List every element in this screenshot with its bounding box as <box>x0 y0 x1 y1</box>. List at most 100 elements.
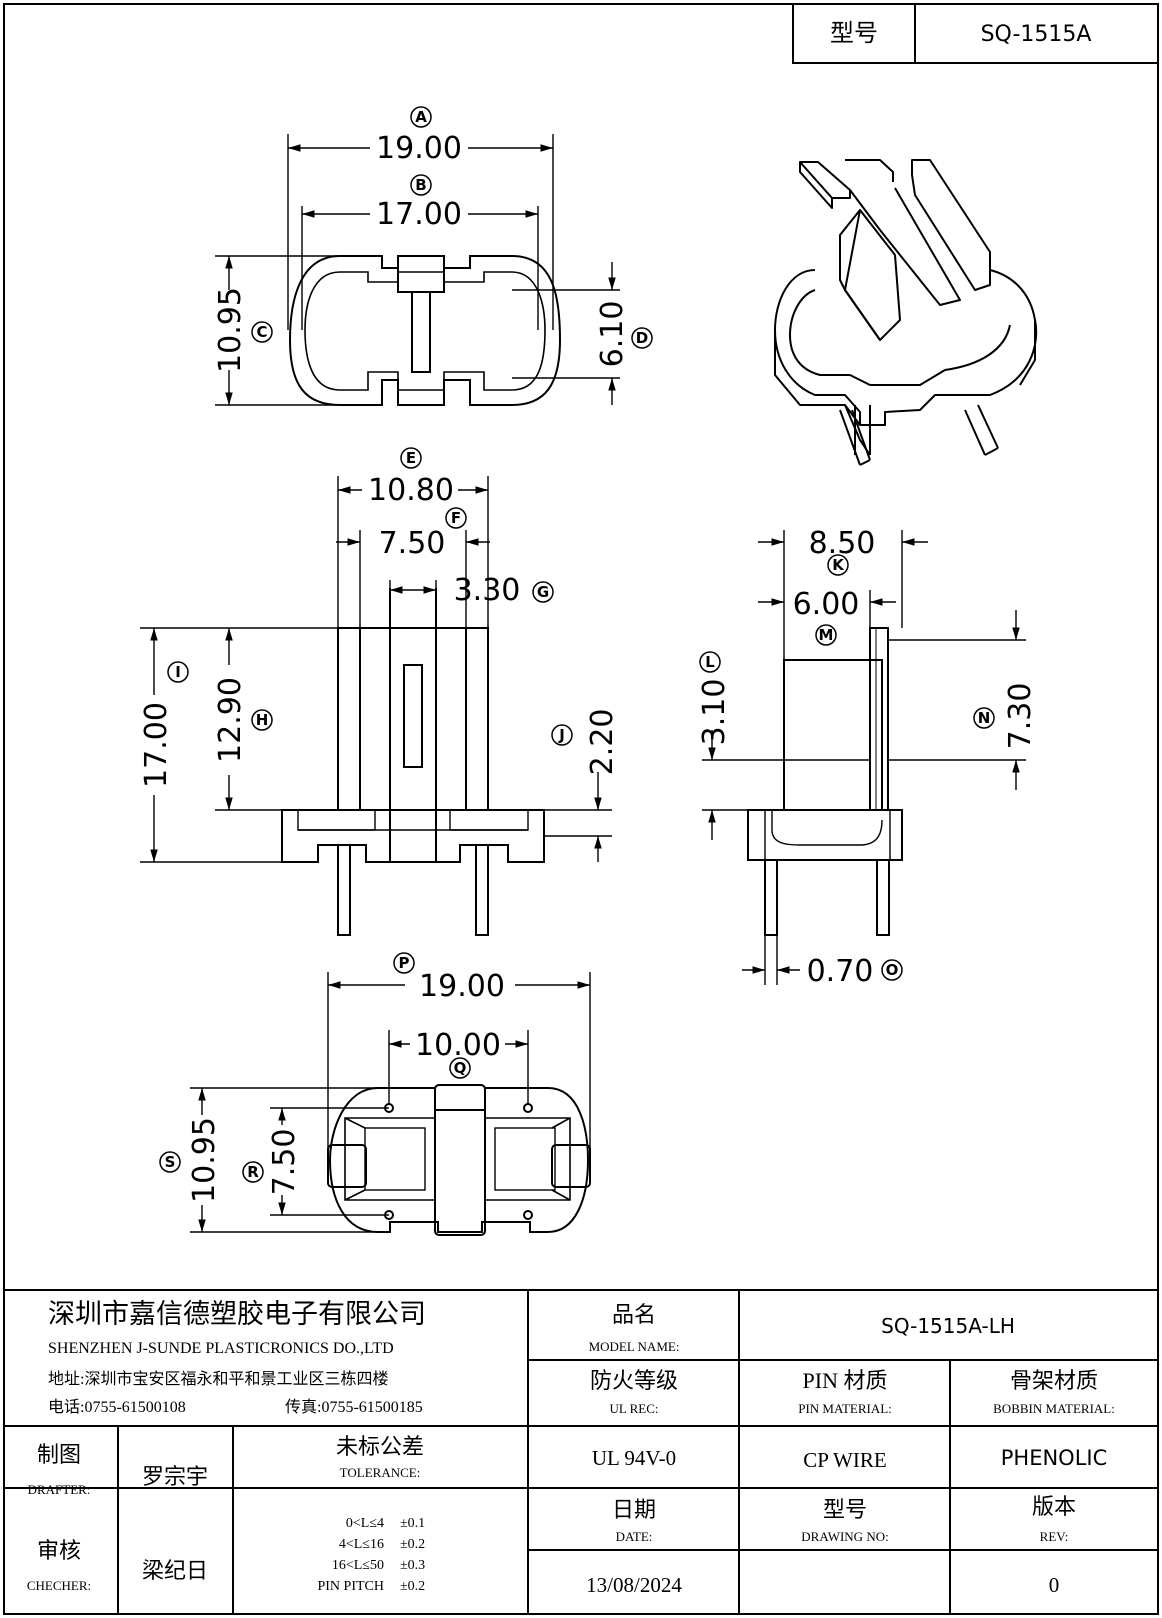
tb-pin-value: CP WIRE <box>803 1448 886 1472</box>
dim-letter-h: H <box>256 711 269 729</box>
dim-b: B 17.00 <box>376 174 462 232</box>
dim-d: 6.10 D <box>595 301 653 368</box>
tol-range-0: 0<L≤4 <box>346 1516 384 1531</box>
tol-range-1: 4<L≤16 <box>339 1537 384 1552</box>
company-name-cn: 深圳市嘉信德塑胶电子有限公司 <box>48 1299 426 1329</box>
dim-p: P 19.00 <box>393 952 505 1004</box>
dim-lines-bottom <box>190 972 591 1233</box>
dim-letter-s: S <box>165 1153 176 1171</box>
tb-bobbin-cn: 骨架材质 <box>1010 1368 1098 1393</box>
dim-value-d: 6.10 <box>595 301 630 368</box>
title-block <box>4 1289 1158 1614</box>
dim-h: 12.90 H <box>213 677 273 763</box>
tb-drafter-cn: 制图 <box>37 1442 81 1467</box>
dim-value-e: 10.80 <box>368 473 454 508</box>
dim-letter-b: B <box>415 176 426 194</box>
tb-rev: 版本 REV: 0 <box>1032 1494 1076 1597</box>
header-model-value: SQ-1515A <box>981 22 1092 47</box>
dim-f: F 7.50 <box>379 507 467 561</box>
tol-value-3: ±0.2 <box>400 1579 425 1594</box>
dim-value-g: 3.30 <box>454 573 521 608</box>
dim-letter-j: J <box>558 726 565 744</box>
dim-value-l: 3.10 <box>697 679 732 746</box>
dim-m: 6.00 M <box>793 587 860 646</box>
dim-value-a: 19.00 <box>376 131 462 166</box>
tb-pin-en: PIN MATERIAL: <box>798 1401 892 1416</box>
dim-value-r: 7.50 <box>267 1129 302 1196</box>
dim-letter-p: P <box>399 954 410 972</box>
sheet-border <box>3 3 1159 1615</box>
dim-letter-k: K <box>832 556 845 574</box>
dim-i: I 17.00 <box>139 661 189 788</box>
header-model-label: 型号 <box>830 19 878 47</box>
tb-model-name: 品名 MODEL NAME: SQ-1515A-LH <box>589 1302 1015 1354</box>
dim-letter-i: I <box>175 663 181 681</box>
dim-lines-side <box>702 530 1026 985</box>
tb-date-en: DATE: <box>616 1529 653 1544</box>
tb-rev-value: 0 <box>1049 1573 1060 1597</box>
tol-value-1: ±0.2 <box>400 1537 425 1552</box>
dim-letter-d: D <box>636 329 648 347</box>
dim-value-b: 17.00 <box>376 197 462 232</box>
dim-s: S 10.95 <box>159 1117 222 1203</box>
tb-bobbin-en: BOBBIN MATERIAL: <box>993 1401 1115 1416</box>
dim-value-m: 6.00 <box>793 587 860 622</box>
tb-checker-cn: 审核 <box>37 1538 81 1563</box>
dim-letter-g: G <box>537 583 549 601</box>
tb-rev-cn: 版本 <box>1032 1494 1076 1519</box>
dim-letter-o: O <box>886 961 899 979</box>
tol-range-3: PIN PITCH <box>317 1579 384 1594</box>
dim-value-h: 12.90 <box>213 677 248 763</box>
dim-letter-a: A <box>415 108 427 126</box>
tb-tolerance-en: TOLERANCE: <box>340 1465 421 1480</box>
dim-letter-r: R <box>247 1163 259 1181</box>
dim-j: J 2.20 <box>551 709 620 776</box>
dim-letter-l: L <box>705 653 715 671</box>
tb-model-name-cn: 品名 <box>612 1302 656 1327</box>
dim-a: A 19.00 <box>376 106 462 166</box>
dim-e: E 10.80 <box>368 447 454 508</box>
dim-n: N 7.30 <box>973 683 1038 749</box>
company-info: 深圳市嘉信德塑胶电子有限公司 SHENZHEN J-SUNDE PLASTICR… <box>48 1299 426 1416</box>
tb-ul-cn: 防火等级 <box>590 1368 678 1393</box>
tb-date: 日期 DATE: 13/08/2024 <box>586 1497 682 1597</box>
tb-drawing-en: DRAWING NO: <box>801 1529 888 1544</box>
dim-c: 10.95 C <box>213 287 273 373</box>
tb-date-cn: 日期 <box>612 1497 656 1522</box>
tb-drawing-no: 型号 DRAWING NO: <box>801 1497 888 1544</box>
tb-drafter: 制图 DRAFTER: 罗宗宇 <box>28 1442 208 1497</box>
dim-o: 0.70 O <box>807 954 903 989</box>
tol-value-2: ±0.3 <box>400 1558 425 1573</box>
tol-value-0: ±0.1 <box>400 1516 425 1531</box>
tb-rev-en: REV: <box>1040 1529 1069 1544</box>
tb-ul: 防火等级 UL REC: UL 94V-0 <box>590 1368 678 1470</box>
tb-date-value: 13/08/2024 <box>586 1573 682 1597</box>
tb-checker: 审核 CHECHER: 梁纪日 <box>27 1538 208 1593</box>
dim-value-i: 17.00 <box>139 702 174 788</box>
front-view <box>281 588 545 936</box>
dim-r: R 7.50 <box>242 1129 302 1196</box>
dim-value-q: 10.00 <box>415 1028 501 1063</box>
tb-bobbin-value: PHENOLIC <box>1001 1446 1108 1470</box>
dim-value-j: 2.20 <box>585 709 620 776</box>
tb-bobbin: 骨架材质 BOBBIN MATERIAL: PHENOLIC <box>993 1368 1115 1470</box>
dim-letter-n: N <box>978 709 991 727</box>
tb-tolerance: 未标公差 TOLERANCE: 0<L≤4 ±0.1 4<L≤16 ±0.2 1… <box>317 1434 425 1594</box>
dim-k: 8.50 K <box>809 526 875 576</box>
dim-q: 10.00 Q <box>415 1028 501 1079</box>
tb-drawing-cn: 型号 <box>823 1497 867 1522</box>
tb-tolerance-cn: 未标公差 <box>336 1434 424 1459</box>
tb-ul-en: UL REC: <box>610 1401 659 1416</box>
dim-l: L 3.10 <box>697 651 732 746</box>
isometric-view <box>774 159 1038 466</box>
top-view <box>288 255 562 406</box>
tb-drafter-value: 罗宗宇 <box>142 1464 208 1489</box>
tb-checker-value: 梁纪日 <box>142 1558 208 1583</box>
tb-model-name-en: MODEL NAME: <box>589 1339 680 1354</box>
tb-pin: PIN 材质 PIN MATERIAL: CP WIRE <box>798 1368 892 1472</box>
dim-lines-top <box>215 134 620 406</box>
company-phone: 电话:0755-61500108 <box>48 1398 186 1416</box>
dim-lines-front <box>140 476 612 863</box>
dim-value-f: 7.50 <box>379 526 446 561</box>
